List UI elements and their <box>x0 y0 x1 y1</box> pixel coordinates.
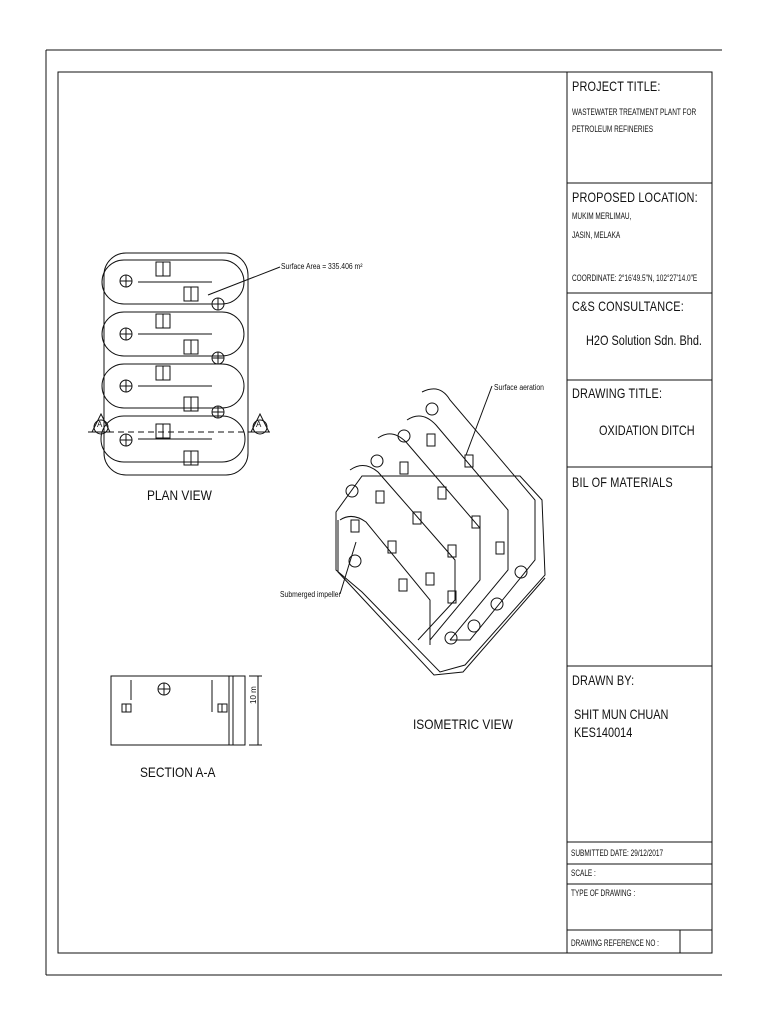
surface-area-annotation: Surface Area = 335.406 m² <box>281 262 363 271</box>
section-marker-right-label: A <box>256 420 262 429</box>
location-line-2: JASIN, MELAKA <box>572 230 621 240</box>
drawn-by-name: SHIT MUN CHUAN <box>574 706 669 722</box>
type-of-drawing-label: TYPE OF DRAWING : <box>571 888 636 898</box>
reference-label: DRAWING REFERENCE NO : <box>571 938 659 948</box>
surface-aeration-leader <box>465 385 493 456</box>
submerged-impeller-leader <box>339 541 357 595</box>
plan-view-caption: PLAN VIEW <box>147 487 212 503</box>
coordinate-text: COORDINATE: 2°16'49.5"N, 102°27'14.0"E <box>572 273 698 283</box>
iso-channel-loops <box>339 388 536 645</box>
plan-impeller-symbols <box>119 274 225 447</box>
consultancy-label: C&S CONSULTANCE: <box>572 298 684 314</box>
isometric-view-drawing <box>335 385 546 676</box>
section-marker-left <box>91 412 111 433</box>
inner-frame <box>57 71 713 954</box>
drawing-title-label: DRAWING TITLE: <box>572 385 663 401</box>
project-title-line-2: PETROLEUM REFINERIES <box>572 124 654 134</box>
materials-label: BIL OF MATERIALS <box>572 474 673 490</box>
isometric-view-caption: ISOMETRIC VIEW <box>413 716 513 732</box>
section-height-dimension: 10 m <box>249 686 258 704</box>
scale-label: SCALE : <box>571 868 596 878</box>
project-title-label: PROJECT TITLE: <box>572 78 661 94</box>
plan-aerator-symbols <box>155 261 199 466</box>
plan-channel-2 <box>101 311 245 357</box>
location-label: PROPOSED LOCATION: <box>572 189 698 205</box>
surface-aeration-annotation: Surface aeration <box>494 383 544 392</box>
location-line-1: MUKIM MERLIMAU, <box>572 211 632 221</box>
submerged-impeller-annotation: Submerged impeller <box>280 590 341 599</box>
iso-aerator-symbols <box>350 433 505 604</box>
surface-area-leader <box>207 266 281 296</box>
section-marker-left-label: A <box>97 420 103 429</box>
section-aa-drawing <box>110 675 262 746</box>
section-tank-outline <box>110 675 246 746</box>
section-view-caption: SECTION A-A <box>140 764 216 780</box>
drawn-by-id: KES140014 <box>574 724 633 740</box>
drawing-title: OXIDATION DITCH <box>599 422 695 438</box>
iso-base-outline <box>335 475 546 673</box>
project-title-line-1: WASTEWATER TREATMENT PLANT FOR <box>572 107 697 117</box>
section-marker-right <box>250 412 270 433</box>
submitted-date: SUBMITTED DATE: 29/12/2017 <box>571 848 664 858</box>
consultancy-name: H2O Solution Sdn. Bhd. <box>586 332 702 348</box>
plan-outer-tank <box>103 252 249 476</box>
drawn-by-label: DRAWN BY: <box>572 672 635 688</box>
plan-view-drawing <box>88 252 281 476</box>
plan-channel-4 <box>100 415 246 463</box>
